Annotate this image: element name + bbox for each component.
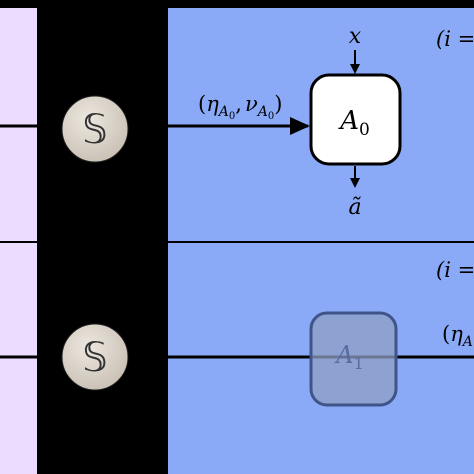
s-node-row1: 𝕊	[61, 95, 129, 163]
s-node-row2-symbol: 𝕊	[82, 335, 107, 381]
box-A0	[309, 73, 402, 166]
box-A1-label: A1	[334, 341, 364, 373]
input-label-x: x	[349, 24, 362, 49]
box-A1	[309, 311, 398, 407]
s-node-row1-symbol: 𝕊	[82, 107, 107, 153]
row1-edge-label: (ηA0,νA0)	[198, 92, 282, 122]
row2-edge-label-partial: (ηA	[442, 322, 473, 350]
row2-index-label: (i =	[436, 258, 474, 282]
separator-band	[37, 0, 168, 474]
row1-index-label: (i =	[436, 27, 474, 51]
output-label-a-tilde: ã	[348, 195, 361, 220]
box-A0-label: A0	[338, 106, 370, 140]
s-node-row2: 𝕊	[61, 323, 129, 391]
